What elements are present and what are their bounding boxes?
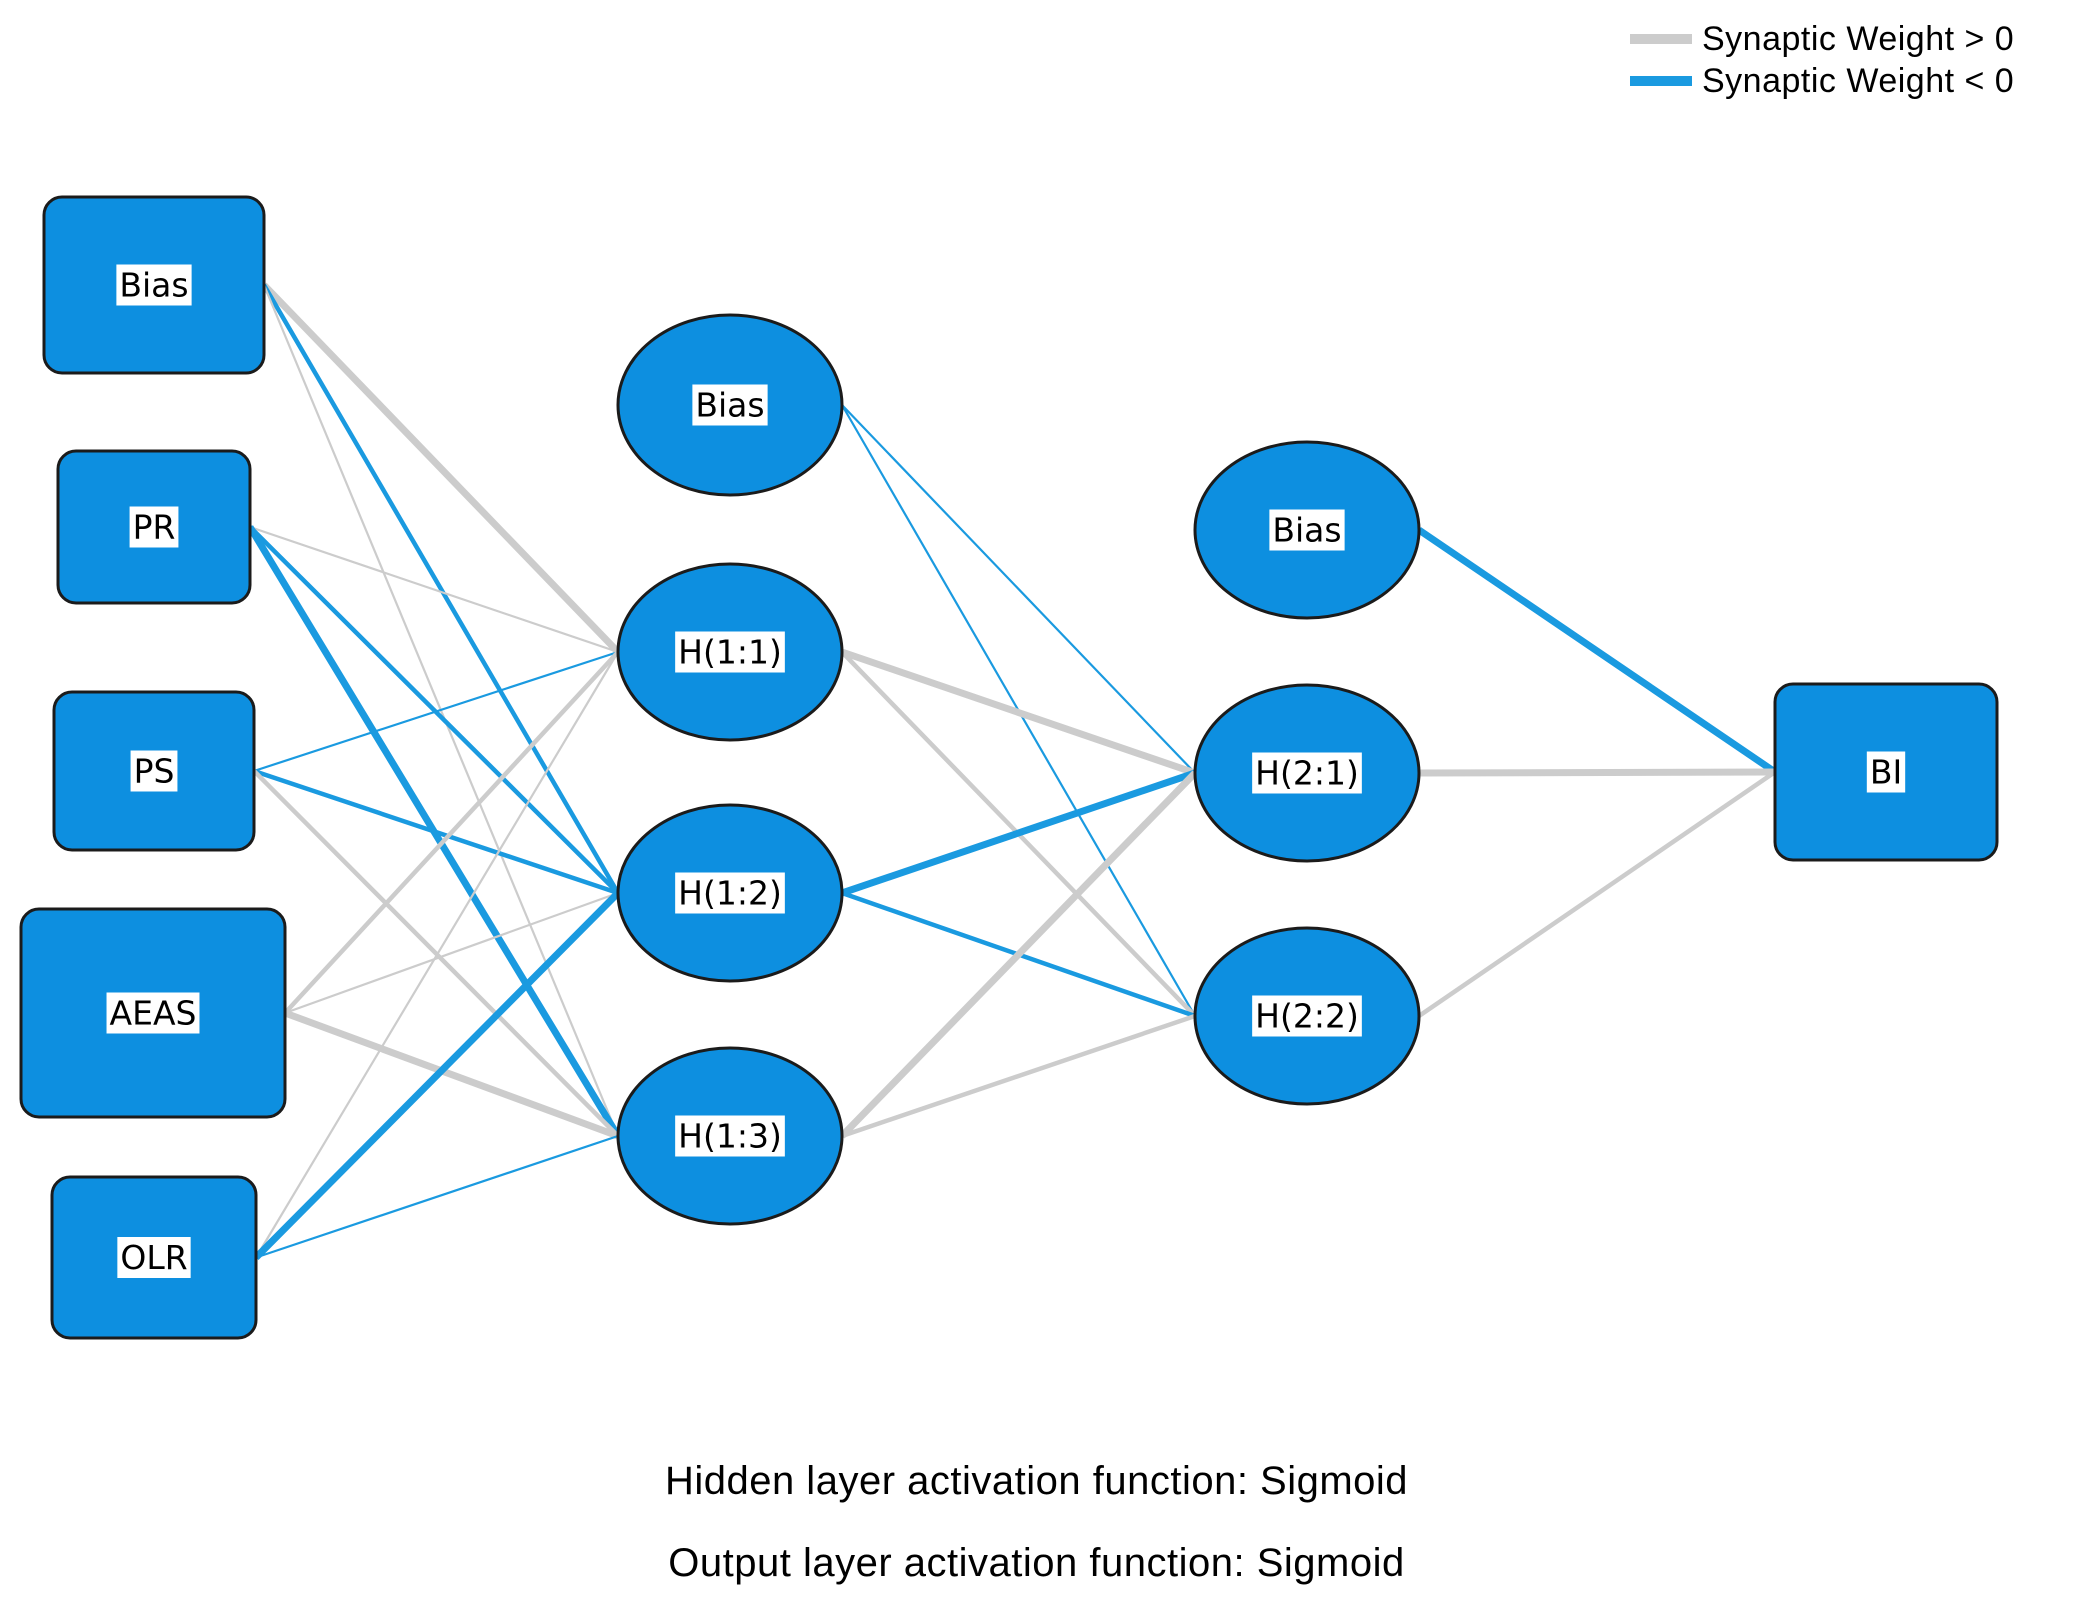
node-label: Bias xyxy=(119,266,188,305)
node-label: H(1:3) xyxy=(678,1117,782,1156)
node-label: OLR xyxy=(120,1238,187,1277)
node-BI: BI xyxy=(1773,682,1999,862)
node-label-bg xyxy=(675,631,785,673)
node-OLR: OLR xyxy=(50,1175,258,1340)
edge-H13-to-H21 xyxy=(839,770,1198,1139)
node-label-bg xyxy=(1866,751,1906,793)
node-label: Bias xyxy=(1272,511,1341,550)
node-h2_bias: Bias xyxy=(1193,440,1421,620)
edge-in_bias-to-H12 xyxy=(262,283,620,895)
edge-OLR-to-H12 xyxy=(253,890,621,1260)
node-label-bg xyxy=(117,1237,191,1278)
node-label-bg xyxy=(675,872,785,914)
edge-OLR-to-H11 xyxy=(255,651,619,1259)
node-label: H(1:1) xyxy=(678,633,782,672)
edge-H12-to-H21 xyxy=(840,769,1197,897)
node-AEAS: AEAS xyxy=(19,907,287,1119)
node-H12: H(1:2) xyxy=(616,803,844,983)
edge-PS-to-H13 xyxy=(252,769,620,1138)
edge-h1_bias-to-H21 xyxy=(841,404,1196,774)
legend-positive: Synaptic Weight > 0 xyxy=(1630,18,2060,60)
node-H22: H(2:2) xyxy=(1193,926,1421,1106)
node-H11: H(1:1) xyxy=(616,562,844,742)
node-PR: PR xyxy=(56,449,252,605)
edge-OLR-to-H13 xyxy=(255,1134,619,1259)
edge-AEAS-to-H12 xyxy=(284,891,619,1015)
legend-positive-label: Synaptic Weight > 0 xyxy=(1702,19,2015,58)
output-activation-note: Output layer activation function: Sigmoi… xyxy=(668,1541,1405,1585)
node-label-bg xyxy=(129,506,179,548)
node-label-bg xyxy=(1252,752,1362,794)
edge-PR-to-H12 xyxy=(248,525,620,895)
node-label-bg xyxy=(106,992,200,1034)
edge-PR-to-H11 xyxy=(249,525,619,654)
node-label: PR xyxy=(133,508,176,547)
node-label-bg xyxy=(675,1115,785,1157)
node-label-bg xyxy=(1269,509,1345,551)
connection-lines xyxy=(247,282,1777,1260)
legend-negative-label: Synaptic Weight < 0 xyxy=(1702,61,2015,100)
node-h1_bias: Bias xyxy=(616,313,844,497)
node-label-bg xyxy=(692,384,768,426)
edge-AEAS-to-H13 xyxy=(283,1009,620,1140)
edge-H13-to-H22 xyxy=(841,1013,1196,1139)
node-label: H(2:2) xyxy=(1255,997,1359,1036)
edge-AEAS-to-H11 xyxy=(283,650,620,1015)
legend-negative: Synaptic Weight < 0 xyxy=(1630,60,2060,102)
node-label-bg xyxy=(116,264,192,306)
node-label: Bias xyxy=(695,386,764,425)
node-H13: H(1:3) xyxy=(616,1046,844,1226)
hidden-activation-note: Hidden layer activation function: Sigmoi… xyxy=(664,1459,1409,1503)
node-label-bg xyxy=(1252,995,1362,1037)
edge-PS-to-H12 xyxy=(253,768,619,896)
edge-h2_bias-to-BI xyxy=(1417,527,1777,775)
edge-PS-to-H11 xyxy=(253,650,619,773)
network-nodes: BiasPRPSAEASOLRBiasH(1:1)H(1:2)H(1:3)Bia… xyxy=(19,195,1999,1340)
node-label: PS xyxy=(134,752,175,791)
edge-H22-to-BI xyxy=(1417,770,1777,1018)
footnotes: Hidden layer activation function: Sigmoi… xyxy=(0,1440,2073,1604)
node-label: H(1:2) xyxy=(678,874,782,913)
node-in_bias: Bias xyxy=(42,195,266,375)
node-H21: H(2:1) xyxy=(1193,683,1421,863)
edge-H21-to-BI xyxy=(1418,768,1776,777)
positive-weight-swatch xyxy=(1630,34,1692,44)
node-label: AEAS xyxy=(110,994,197,1033)
node-label: BI xyxy=(1870,753,1902,792)
node-PS: PS xyxy=(52,690,256,852)
negative-weight-swatch xyxy=(1630,76,1692,86)
edge-in_bias-to-H11 xyxy=(261,282,621,655)
edge-H11-to-H21 xyxy=(840,648,1197,777)
node-label: H(2:1) xyxy=(1255,754,1359,793)
node-label-bg xyxy=(130,750,178,792)
legend: Synaptic Weight > 0 Synaptic Weight < 0 xyxy=(1630,18,2060,102)
